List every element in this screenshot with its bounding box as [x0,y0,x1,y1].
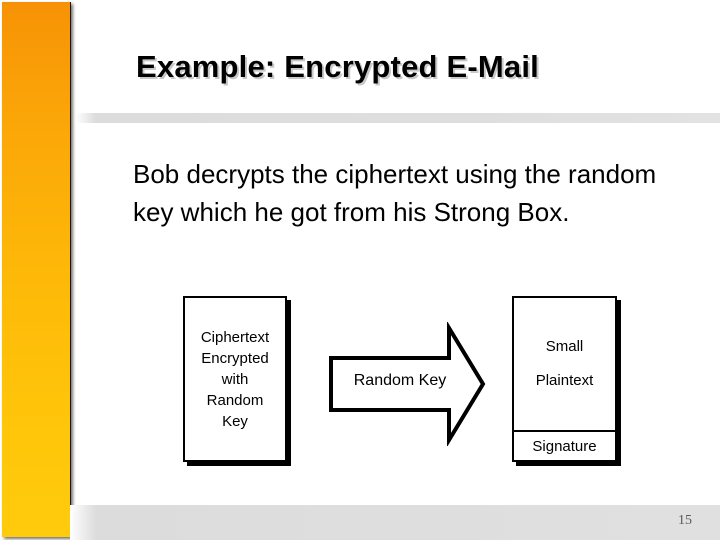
arrow-label: Random Key [353,372,447,389]
plaintext-box-upper: Small Plaintext [514,298,615,432]
title-divider-rule [76,113,720,123]
page-title: Example: Encrypted E-Mail [136,49,539,84]
ciphertext-line-2: Encrypted [201,349,269,367]
plaintext-line-2: Plaintext [535,372,594,389]
ciphertext-box-label: Ciphertext Encrypted with Random Key [201,327,269,432]
plaintext-line-1: Small [545,338,584,355]
ciphertext-line-1: Ciphertext [200,328,270,346]
ciphertext-box: Ciphertext Encrypted with Random Key [183,296,287,462]
plaintext-box: Small Plaintext Signature [512,296,617,462]
right-arrow-icon [325,322,490,446]
signature-section-label: Signature [532,437,597,455]
decorative-sidebar-accent-bar [2,2,71,537]
slide-body-text: Bob decrypts the ciphertext using the ra… [133,159,657,227]
footer-band [70,505,720,540]
ciphertext-line-4: Random [206,391,264,409]
ciphertext-line-3: with [221,370,249,388]
ciphertext-line-5: Key [222,412,248,430]
page-number: 15 [678,513,692,528]
